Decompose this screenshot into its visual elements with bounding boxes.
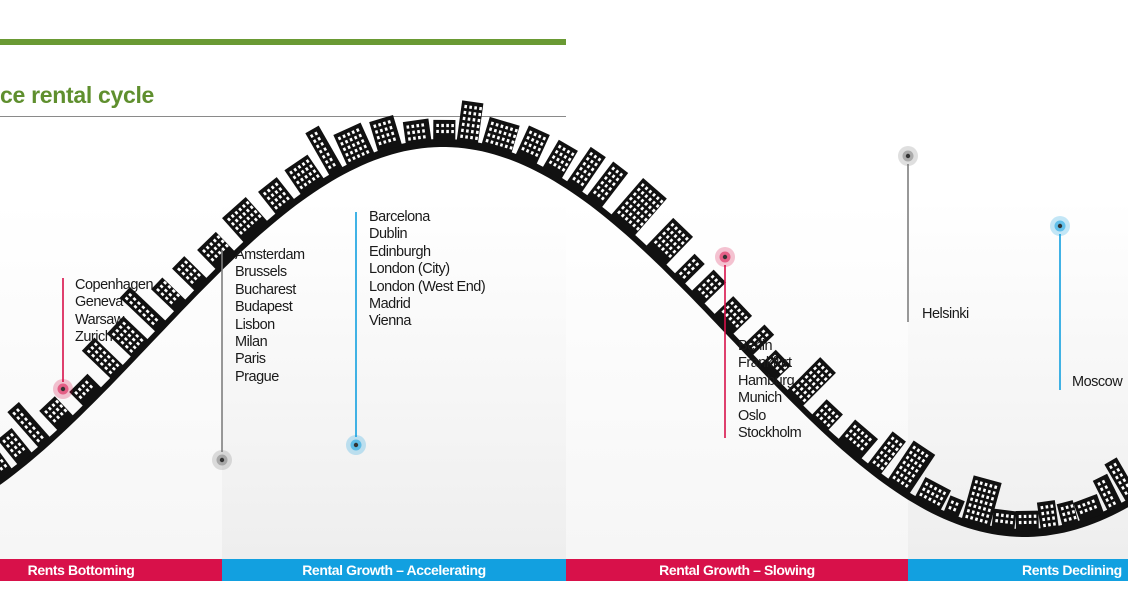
city-label: Brussels — [235, 264, 287, 281]
building-silhouette — [645, 217, 694, 266]
building-silhouette — [566, 146, 606, 193]
building-silhouette — [151, 277, 187, 313]
building-silhouette — [1073, 493, 1105, 523]
city-label: Munich — [738, 390, 782, 407]
stage-label-declining: Rents Declining — [908, 559, 1128, 581]
marker-dot — [60, 386, 66, 392]
city-label: Copenhagen — [75, 277, 154, 293]
building-silhouette — [333, 122, 375, 166]
building-silhouette — [369, 114, 403, 153]
city-label: London (City) — [369, 261, 450, 278]
building-silhouette — [742, 324, 775, 356]
city-label: Barcelona — [369, 209, 430, 225]
building-silhouette — [0, 439, 13, 484]
city-label: Edinburgh — [369, 243, 431, 260]
building-silhouette — [515, 125, 550, 165]
building-silhouette — [943, 495, 965, 519]
stage-bar: Rents Bottoming Rental Growth – Accelera… — [0, 559, 1128, 581]
stage-label-bottoming: Rents Bottoming — [0, 559, 222, 581]
building-silhouette — [914, 476, 952, 512]
city-label: Oslo — [738, 407, 766, 424]
building-silhouette — [69, 373, 103, 407]
building-silhouette — [0, 428, 33, 466]
city-list-peak: Helsinki — [922, 306, 969, 323]
building-silhouette — [961, 475, 1002, 529]
city-label: Prague — [235, 368, 279, 385]
city-label: Hamburg — [738, 372, 795, 389]
header-rule-grey — [0, 116, 566, 117]
marker-dot — [219, 457, 225, 463]
city-label: Bucharest — [235, 281, 296, 298]
building-silhouette — [786, 357, 836, 407]
building-silhouette — [674, 253, 705, 285]
building-silhouette — [1056, 500, 1079, 528]
building-silhouette — [586, 161, 629, 208]
building-silhouette — [305, 125, 344, 177]
city-label: Helsinki — [922, 306, 969, 322]
building-silhouette — [1015, 510, 1039, 532]
city-label: Moscow — [1072, 374, 1123, 390]
city-label: Berlin — [738, 338, 773, 354]
city-list-turning-up: Amsterdam Brussels Bucharest Budapest Li… — [235, 247, 305, 386]
building-silhouette — [119, 286, 167, 333]
city-label: Vienna — [369, 313, 411, 330]
stage-label-accelerating: Rental Growth – Accelerating — [222, 559, 566, 581]
city-label: Paris — [235, 351, 266, 368]
building-silhouette — [760, 349, 791, 381]
city-label: Frankfurt — [738, 355, 792, 372]
city-skyline-cycle-curve — [0, 100, 1128, 537]
city-label: London (West End) — [369, 278, 486, 295]
building-silhouette — [81, 337, 124, 380]
marker-dot — [1057, 223, 1063, 229]
city-label: Dublin — [369, 226, 408, 243]
building-silhouette — [811, 399, 843, 431]
building-silhouette — [1036, 500, 1059, 531]
building-silhouette — [7, 401, 51, 449]
stage-panel-slowing — [566, 200, 908, 559]
building-silhouette — [713, 296, 753, 335]
city-label: Amsterdam — [235, 247, 305, 263]
building-silhouette — [867, 431, 906, 475]
city-list-slowing: Berlin Frankfurt Hamburg Munich Oslo Sto… — [738, 338, 802, 442]
building-silhouette — [106, 316, 149, 358]
stage-label-slowing: Rental Growth – Slowing — [566, 559, 908, 581]
city-label: Geneva — [75, 294, 123, 311]
city-label: Warsaw — [75, 311, 124, 328]
building-silhouette — [481, 116, 520, 154]
building-silhouette — [887, 440, 936, 495]
diagram-title: ce rental cycle — [0, 82, 155, 108]
marker-dot — [353, 442, 359, 448]
skyline-ground — [0, 139, 1128, 537]
building-silhouette — [1092, 473, 1123, 512]
marker-dot — [722, 254, 728, 260]
city-label: Stockholm — [738, 425, 802, 442]
building-silhouette — [1104, 457, 1128, 503]
building-silhouette — [610, 178, 667, 237]
building-silhouette — [542, 139, 578, 180]
building-silhouette — [284, 154, 325, 196]
building-silhouette — [402, 118, 432, 145]
city-label: Zurich — [75, 329, 113, 346]
city-label: Milan — [235, 334, 268, 351]
city-list-declining: Moscow — [1072, 374, 1123, 391]
building-silhouette — [456, 100, 484, 145]
building-silhouette — [837, 419, 879, 460]
building-silhouette — [991, 508, 1017, 532]
building-silhouette — [222, 197, 268, 243]
header-rule-green — [0, 39, 566, 45]
building-silhouette — [197, 231, 235, 270]
building-silhouette — [258, 177, 295, 215]
building-silhouette — [433, 119, 456, 142]
building-silhouette — [691, 269, 727, 305]
city-label: Lisbon — [235, 316, 275, 333]
marker-dot — [905, 153, 911, 159]
building-silhouette — [39, 396, 74, 432]
city-label: Budapest — [235, 299, 293, 316]
city-list-bottoming: Copenhagen Geneva Warsaw Zurich — [75, 277, 154, 347]
building-silhouette — [172, 256, 208, 292]
city-list-accelerating: Barcelona Dublin Edinburgh London (City)… — [369, 209, 486, 331]
stage-panel-accelerating — [222, 200, 566, 559]
city-label: Madrid — [369, 296, 411, 313]
